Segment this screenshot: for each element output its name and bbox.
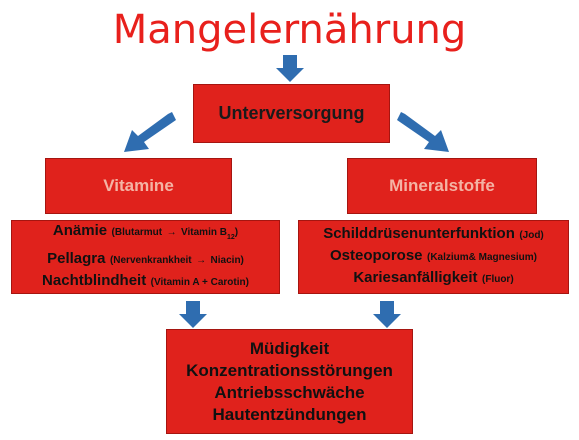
down-arrow-icon [179,301,207,328]
effects-box: Müdigkeit Konzentrationsstörungen Antrie… [166,329,413,434]
nachtblindheit-term: Nachtblindheit [42,271,147,289]
karies-detail: (Fluor) [482,274,514,285]
down-arrow-icon [276,55,304,82]
anaemie-close-paren: ) [234,227,239,239]
osteoporose-detail: (Kalzium& Magnesium) [426,252,537,263]
anaemie-detail: (Blutarmut [111,227,163,239]
vitamine-label: Vitamine [103,176,174,195]
effect-item: Antriebsschwäche [214,382,365,402]
schilddruese-detail: (Jod) [519,230,544,241]
anaemie-row: Anämie (Blutarmut → Vitamin B12) [53,221,238,248]
schilddruese-term: Schilddrüsenunterfunktion [323,225,515,242]
diagram-title: Mangelernährung [112,7,467,53]
down-arrow-icon [373,301,401,328]
mineralstoffe-box: Mineralstoffe [347,158,537,214]
pellagra-term: Pellagra [47,249,106,267]
anaemie-term: Anämie [52,222,108,240]
karies-term: Kariesanfälligkeit [353,269,478,286]
vitamin-deficiency-list: Anämie (Blutarmut → Vitamin B12) Pellagr… [11,220,280,294]
unterversorgung-box: Unterversorgung [193,84,390,143]
nachtblindheit-row: Nachtblindheit (Vitamin A + Carotin) [42,271,249,293]
karies-row: Kariesanfälligkeit (Fluor) [353,268,513,290]
right-arrow-icon: → [166,227,177,239]
schilddruese-row: Schilddrüsenunterfunktion (Jod) [323,224,544,246]
osteoporose-term: Osteoporose [330,247,423,264]
pellagra-detail: (Nervenkrankheit [109,254,192,266]
vitamine-box: Vitamine [45,158,232,214]
pellagra-row: Pellagra (Nervenkrankheit → Niacin) [47,249,244,271]
anaemie-vitamin: Vitamin B [181,227,227,239]
effect-item: Hautentzündungen [212,404,367,424]
unterversorgung-label: Unterversorgung [218,103,365,123]
osteoporose-row: Osteoporose (Kalzium& Magnesium) [330,246,537,268]
nachtblindheit-detail: (Vitamin A + Carotin) [150,276,249,288]
down-left-arrow-icon [124,112,176,152]
anaemie-vitamin-subscript: 12 [226,234,235,242]
pellagra-vitamin: Niacin) [210,254,244,266]
effect-item: Konzentrationsstörungen [186,360,393,380]
mineral-deficiency-list: Schilddrüsenunterfunktion (Jod) Osteopor… [298,220,569,294]
down-right-arrow-icon [397,112,449,152]
right-arrow-icon: → [196,254,207,266]
mineralstoffe-label: Mineralstoffe [389,176,495,195]
effect-item: Müdigkeit [249,338,330,358]
